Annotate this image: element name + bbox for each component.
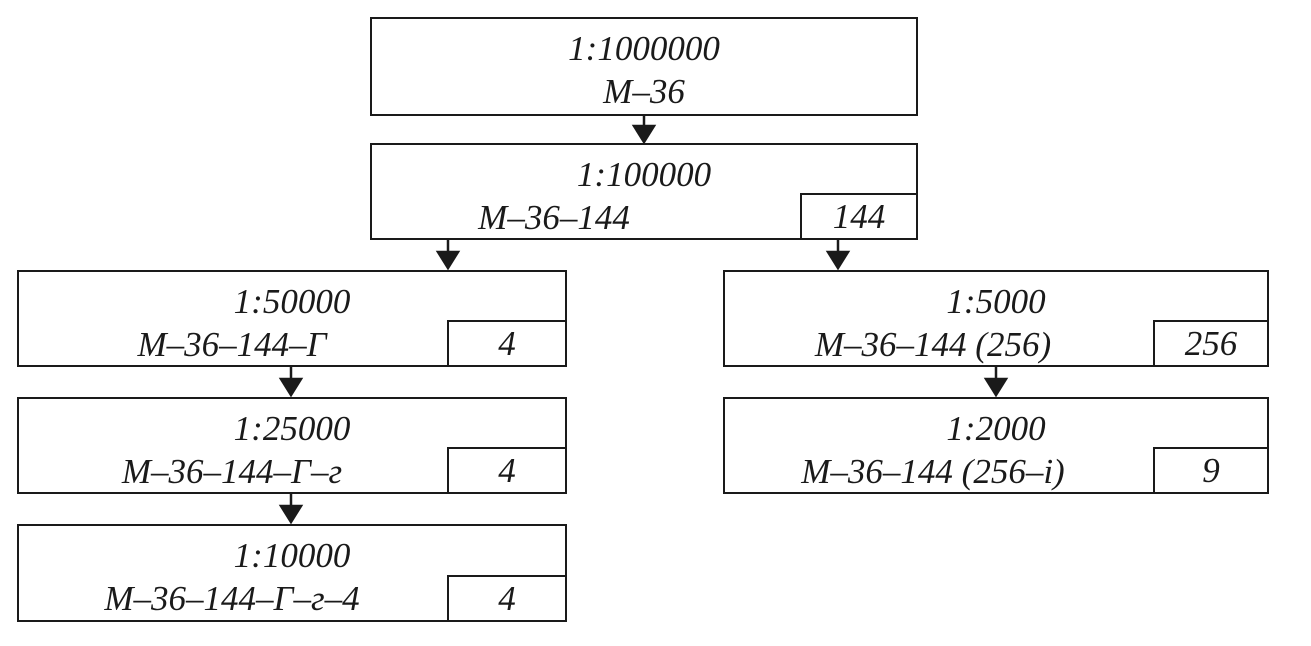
- node-code: M–36–144: [478, 198, 630, 237]
- node-1-50000: 1:50000 M–36–144–Г 4: [17, 270, 567, 367]
- node-code: M–36–144 (256): [814, 325, 1052, 364]
- node-scale: 1:100000: [576, 155, 712, 194]
- node-1-100000: 1:100000 M–36–144 144: [370, 143, 918, 240]
- node-1-10000: 1:10000 M–36–144–Г–г–4 4: [17, 524, 567, 622]
- node-scale: 1:10000: [233, 536, 351, 575]
- arrow-5000-to-2000: [983, 367, 1009, 398]
- node-1-2000: 1:2000 M–36–144 (256–і) 9: [723, 397, 1269, 494]
- node-scale: 1:5000: [946, 282, 1046, 321]
- sheet-count-box: 4: [447, 575, 567, 622]
- sheet-count-box: 4: [447, 447, 567, 494]
- node-code: M–36: [603, 72, 685, 111]
- sheet-count-box: 256: [1153, 320, 1269, 367]
- node-scale: 1:25000: [233, 409, 351, 448]
- arrow-1000000-to-100000: [631, 116, 657, 145]
- node-code: M–36–144–Г–г: [121, 452, 343, 491]
- node-1-25000: 1:25000 M–36–144–Г–г 4: [17, 397, 567, 494]
- node-1-1000000: 1:1000000 M–36: [370, 17, 918, 116]
- node-1-5000: 1:5000 M–36–144 (256) 256: [723, 270, 1269, 367]
- node-scale: 1:50000: [233, 282, 351, 321]
- node-scale: 1:2000: [946, 409, 1046, 448]
- arrow-25000-to-10000: [278, 494, 304, 525]
- node-code: M–36–144–Г: [137, 325, 327, 364]
- arrow-100000-to-50000: [435, 240, 461, 271]
- node-scale: 1:1000000: [568, 29, 720, 68]
- arrow-50000-to-25000: [278, 367, 304, 398]
- sheet-count-box: 4: [447, 320, 567, 367]
- sheet-count-box: 9: [1153, 447, 1269, 494]
- node-code: M–36–144–Г–г–4: [104, 579, 360, 618]
- arrow-100000-to-5000: [825, 240, 851, 271]
- node-code: M–36–144 (256–і): [801, 452, 1065, 491]
- sheet-count-box: 144: [800, 193, 918, 240]
